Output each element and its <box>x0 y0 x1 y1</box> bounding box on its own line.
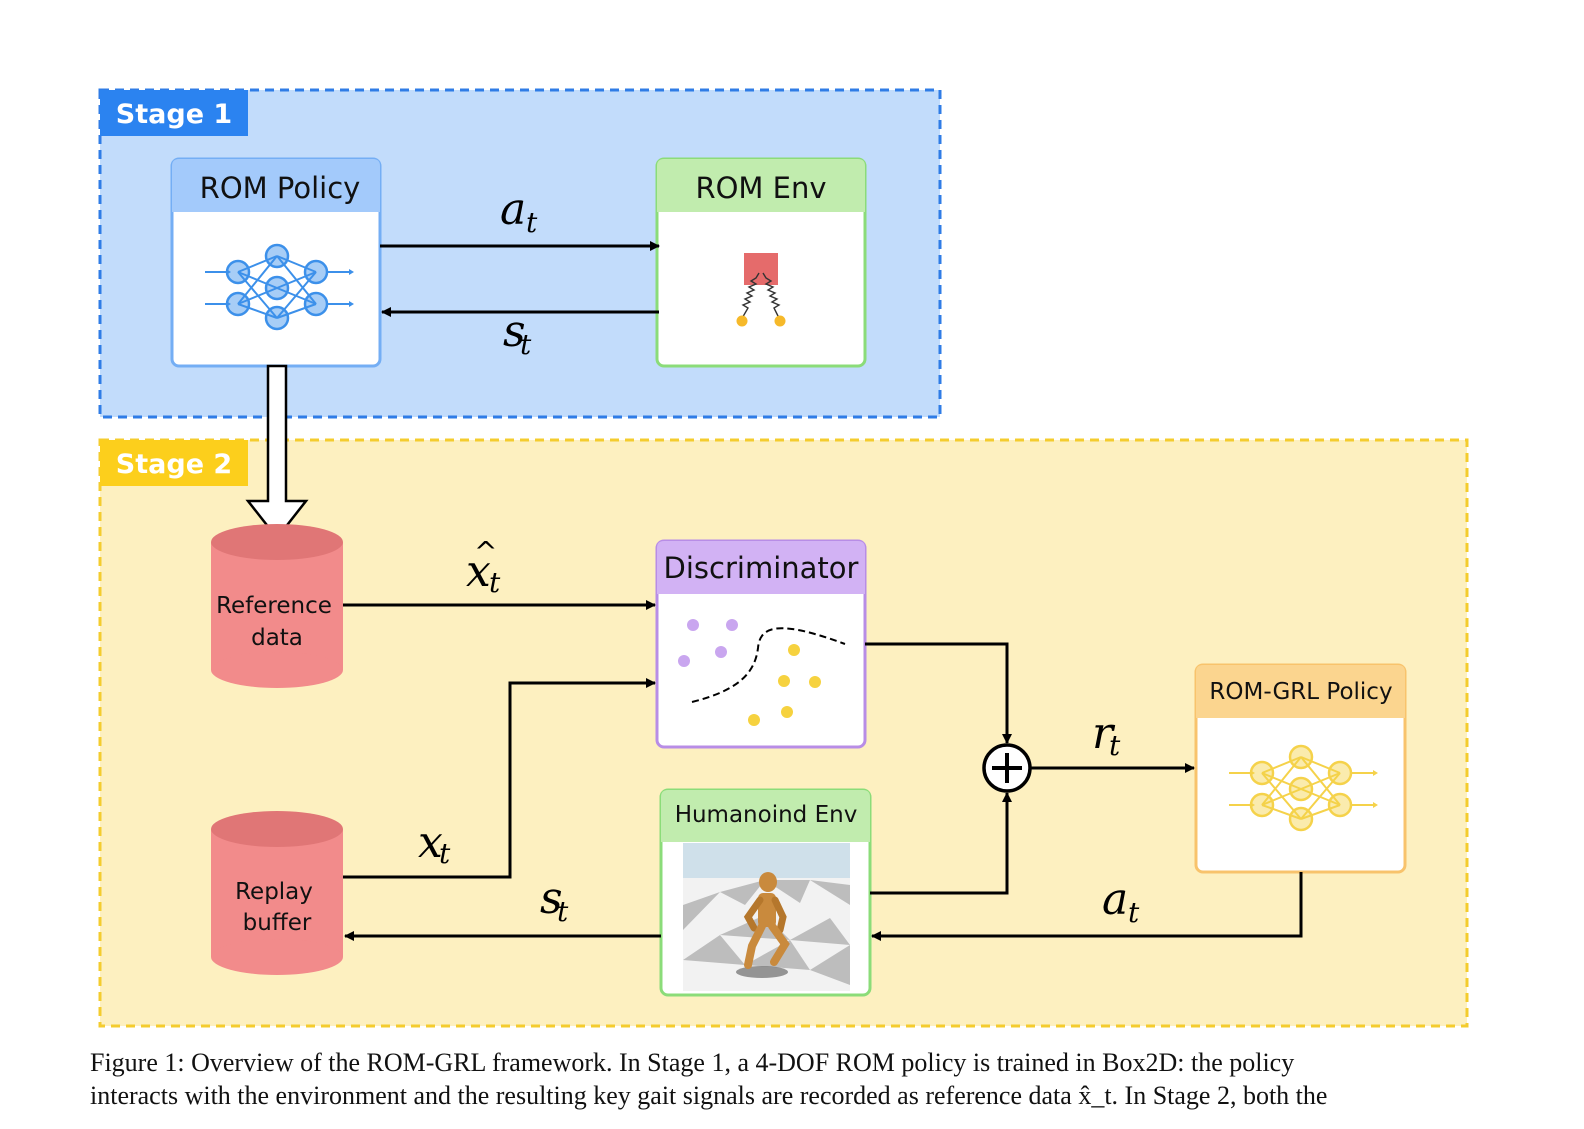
svg-text:r: r <box>1092 708 1116 759</box>
action-arrow-stage2 <box>871 872 1303 941</box>
transfer-arrow <box>245 364 309 541</box>
humanoid-env-title: Humanoind Env <box>675 802 858 828</box>
humanoid-env-box: Humanoind Env <box>659 788 872 997</box>
label-x-hat: x ^ t <box>466 535 501 599</box>
discriminator-box: Discriminator <box>655 539 867 749</box>
reference-data-label-1: Reference <box>216 593 332 619</box>
humanoid-robot-icon <box>683 843 850 991</box>
rom-grl-policy-box: ROM-GRL Policy <box>1194 663 1407 874</box>
stage2-label: Stage 2 <box>116 449 232 480</box>
svg-text:a: a <box>1102 874 1128 925</box>
discriminator-to-sum-arrow <box>865 642 1012 744</box>
rom-policy-box: ROM Policy <box>170 157 382 368</box>
rom-grl-diagram: Stage 1 Stage 2 ROM Policy ROM Env a t s <box>98 88 1469 1028</box>
svg-text:t: t <box>557 895 569 928</box>
svg-text:t: t <box>439 837 451 870</box>
spring-legged-robot-icon <box>736 253 786 327</box>
label-a-stage1: a t <box>500 184 538 239</box>
svg-text:t: t <box>1128 896 1140 929</box>
replay-buffer-label-1: Replay <box>235 879 313 905</box>
svg-text:x: x <box>466 546 491 597</box>
circled-plus-icon <box>982 743 1032 793</box>
discriminator-title: Discriminator <box>664 551 859 585</box>
svg-text:t: t <box>489 566 501 599</box>
neural-network-icon <box>1229 744 1378 832</box>
label-r-t: r t <box>1092 708 1121 762</box>
env-to-sum-arrow <box>870 792 1012 895</box>
label-x-t: x t <box>418 817 451 870</box>
label-a-stage2: a t <box>1102 874 1140 929</box>
neural-network-icon <box>205 243 354 331</box>
svg-text:t: t <box>520 328 532 361</box>
label-s-stage1: s t <box>503 306 532 361</box>
svg-text:s: s <box>540 873 563 924</box>
replay-buffer-cylinder: Replay buffer <box>211 811 343 975</box>
reference-data-cylinder: Reference data <box>211 524 343 688</box>
caption-line-1: Figure 1: Overview of the ROM-GRL framew… <box>90 1048 1295 1077</box>
rom-env-title: ROM Env <box>695 171 826 205</box>
svg-text:s: s <box>503 306 526 357</box>
svg-text:t: t <box>1109 729 1121 762</box>
figure-caption: Figure 1: Overview of the ROM-GRL framew… <box>90 1046 1490 1112</box>
caption-line-2: interacts with the environment and the r… <box>90 1081 1328 1110</box>
svg-text:a: a <box>500 184 526 235</box>
replay-buffer-label-2: buffer <box>243 910 312 936</box>
rom-policy-title: ROM Policy <box>200 171 361 205</box>
stage1-label: Stage 1 <box>116 99 232 130</box>
label-s-stage2: s t <box>540 873 569 928</box>
reference-data-label-2: data <box>251 625 303 651</box>
svg-text:^: ^ <box>474 535 497 568</box>
rom-grl-policy-title: ROM-GRL Policy <box>1209 679 1392 705</box>
rom-env-box: ROM Env <box>655 157 867 368</box>
svg-text:x: x <box>418 817 443 868</box>
svg-text:t: t <box>526 206 538 239</box>
replay-to-discriminator-arrow <box>343 678 656 879</box>
decision-boundary-scatter-icon <box>678 619 846 726</box>
